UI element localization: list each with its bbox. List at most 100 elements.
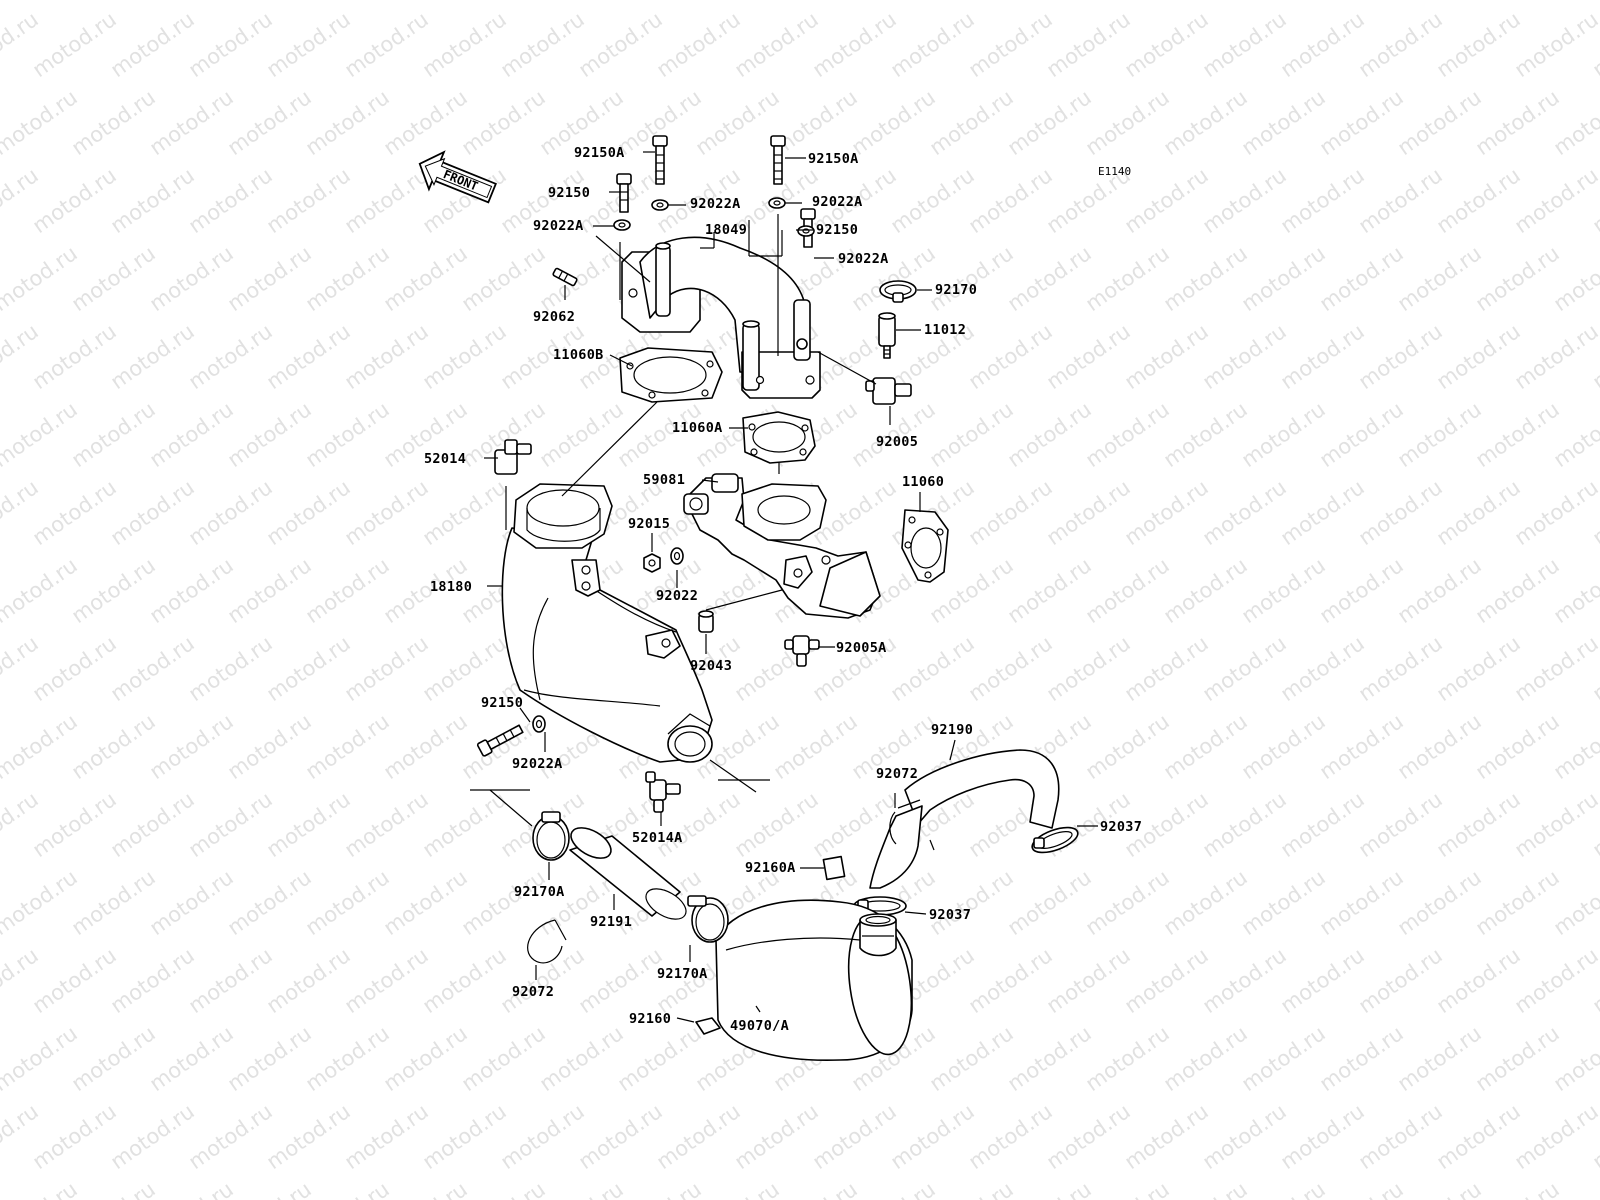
watermark-text: motod.ru: [1159, 1021, 1252, 1096]
watermark-text: motod.ru: [1432, 943, 1525, 1018]
label-52014A: 52014A: [632, 830, 683, 846]
label-92005A: 92005A: [836, 640, 887, 656]
watermark-text: motod.ru: [145, 397, 238, 472]
watermark-text: motod.ru: [0, 709, 82, 784]
label-92005: 92005: [876, 434, 918, 450]
plug-11012: [878, 312, 896, 359]
watermark-text: motod.ru: [1081, 553, 1174, 628]
watermark-text: motod.ru: [613, 1021, 706, 1096]
watermark-text: motod.ru: [1198, 943, 1291, 1018]
watermark-text: motod.ru: [808, 7, 901, 82]
watermark-text: motod.ru: [652, 1099, 745, 1174]
watermark-text: motod.ru: [964, 1099, 1057, 1174]
bolt-92150A-left: [652, 135, 668, 185]
watermark-text: motod.ru: [145, 1021, 238, 1096]
watermark-text: motod.ru: [1120, 475, 1213, 550]
label-92190: 92190: [931, 722, 973, 738]
watermark-text: motod.ru: [1315, 241, 1408, 316]
watermark-text: motod.ru: [1393, 397, 1486, 472]
watermark-text: motod.ru: [262, 475, 355, 550]
watermark-text: motod.ru: [262, 943, 355, 1018]
watermark-text: motod.ru: [418, 787, 511, 862]
watermark-text: motod.ru: [457, 865, 550, 940]
muffler-49070A: [715, 899, 913, 1062]
watermark-text: motod.ru: [379, 1021, 472, 1096]
watermark-text: motod.ru: [28, 7, 121, 82]
watermark-text: motod.ru: [418, 943, 511, 1018]
watermark-text: motod.ru: [1042, 631, 1135, 706]
watermark-text: motod.ru: [1315, 85, 1408, 160]
watermark-text: motod.ru: [691, 85, 784, 160]
gasket-11060A: [742, 411, 816, 464]
label-92170: 92170: [935, 282, 977, 298]
watermark-text: motod.ru: [28, 319, 121, 394]
watermark-text: motod.ru: [301, 1021, 394, 1096]
watermark-text: motod.ru: [223, 865, 316, 940]
watermark-text: motod.ru: [1042, 319, 1135, 394]
watermark-text: motod.ru: [496, 943, 589, 1018]
watermark-text: motod.ru: [1354, 319, 1447, 394]
watermark-text: motod.ru: [28, 943, 121, 1018]
elbow-52014A: [645, 771, 681, 813]
watermark-text: motod.ru: [574, 943, 667, 1018]
watermark-text: motod.ru: [67, 85, 160, 160]
watermark-text: motod.ru: [0, 553, 82, 628]
watermark-text: motod.ru: [1510, 475, 1600, 550]
stud-92062: [552, 267, 578, 287]
watermark-text: motod.ru: [925, 397, 1018, 472]
watermark-text: motod.ru: [184, 787, 277, 862]
watermark-text: motod.ru: [535, 1021, 628, 1096]
label-59081: 59081: [643, 472, 685, 488]
head-pipe-59081: [683, 473, 881, 619]
watermark-text: motod.ru: [1393, 85, 1486, 160]
watermark-text: motod.ru: [28, 163, 121, 238]
watermark-text: motod.ru: [1003, 1021, 1096, 1096]
label-92022A-right: 92022A: [838, 251, 889, 267]
watermark-text: motod.ru: [1159, 85, 1252, 160]
watermark-text: motod.ru: [1276, 787, 1369, 862]
watermark-text: motod.ru: [301, 0, 394, 4]
watermark-text: motod.ru: [1393, 1021, 1486, 1096]
watermark-text: motod.ru: [1510, 631, 1600, 706]
watermark-text: motod.ru: [1159, 553, 1252, 628]
watermark-text: motod.ru: [1354, 7, 1447, 82]
watermark-text: motod.ru: [1393, 865, 1486, 940]
watermark-text: motod.ru: [925, 85, 1018, 160]
watermark-text: motod.ru: [0, 1177, 82, 1200]
watermark-text: motod.ru: [0, 1021, 82, 1096]
watermark-text: motod.ru: [1237, 85, 1330, 160]
watermark-text: motod.ru: [1354, 1099, 1447, 1174]
label-52014: 52014: [424, 451, 466, 467]
watermark-text: motod.ru: [223, 0, 316, 4]
part-labels: 92150A 92150A 92150 92022A 92022A 92022A…: [424, 145, 1142, 1034]
watermark-text: motod.ru: [1003, 241, 1096, 316]
watermark-text: motod.ru: [0, 0, 82, 4]
label-92062: 92062: [533, 309, 575, 325]
watermark-text: motod.ru: [925, 241, 1018, 316]
watermark-text: motod.ru: [574, 1099, 667, 1174]
watermark-text: motod.ru: [1432, 319, 1525, 394]
label-92072-upper: 92072: [876, 766, 918, 782]
watermark-text: motod.ru: [1042, 475, 1135, 550]
watermark-text: motod.ru: [301, 865, 394, 940]
watermark-text: motod.ru: [223, 241, 316, 316]
watermark-text: motod.ru: [67, 709, 160, 784]
watermark-text: motod.ru: [1510, 7, 1600, 82]
watermark-text: motod.ru: [262, 319, 355, 394]
watermark-text: motod.ru: [808, 1099, 901, 1174]
watermark-text: motod.ru: [652, 7, 745, 82]
watermark-text: motod.ru: [1276, 319, 1369, 394]
watermark-text: motod.ru: [262, 631, 355, 706]
watermark-text: motod.ru: [1081, 85, 1174, 160]
watermark-text: motod.ru: [340, 7, 433, 82]
watermark-text: motod.ru: [457, 241, 550, 316]
watermark-text: motod.ru: [1081, 1021, 1174, 1096]
watermark-text: motod.ru: [418, 1099, 511, 1174]
watermark-text: motod.ru: [1315, 1021, 1408, 1096]
watermark-text: motod.ru: [418, 475, 511, 550]
label-49070A: 49070/A: [730, 1018, 789, 1034]
label-18049: 18049: [705, 222, 747, 238]
watermark-text: motod.ru: [340, 943, 433, 1018]
watermark-text: motod.ru: [184, 943, 277, 1018]
watermark-text: motod.ru: [1432, 475, 1525, 550]
